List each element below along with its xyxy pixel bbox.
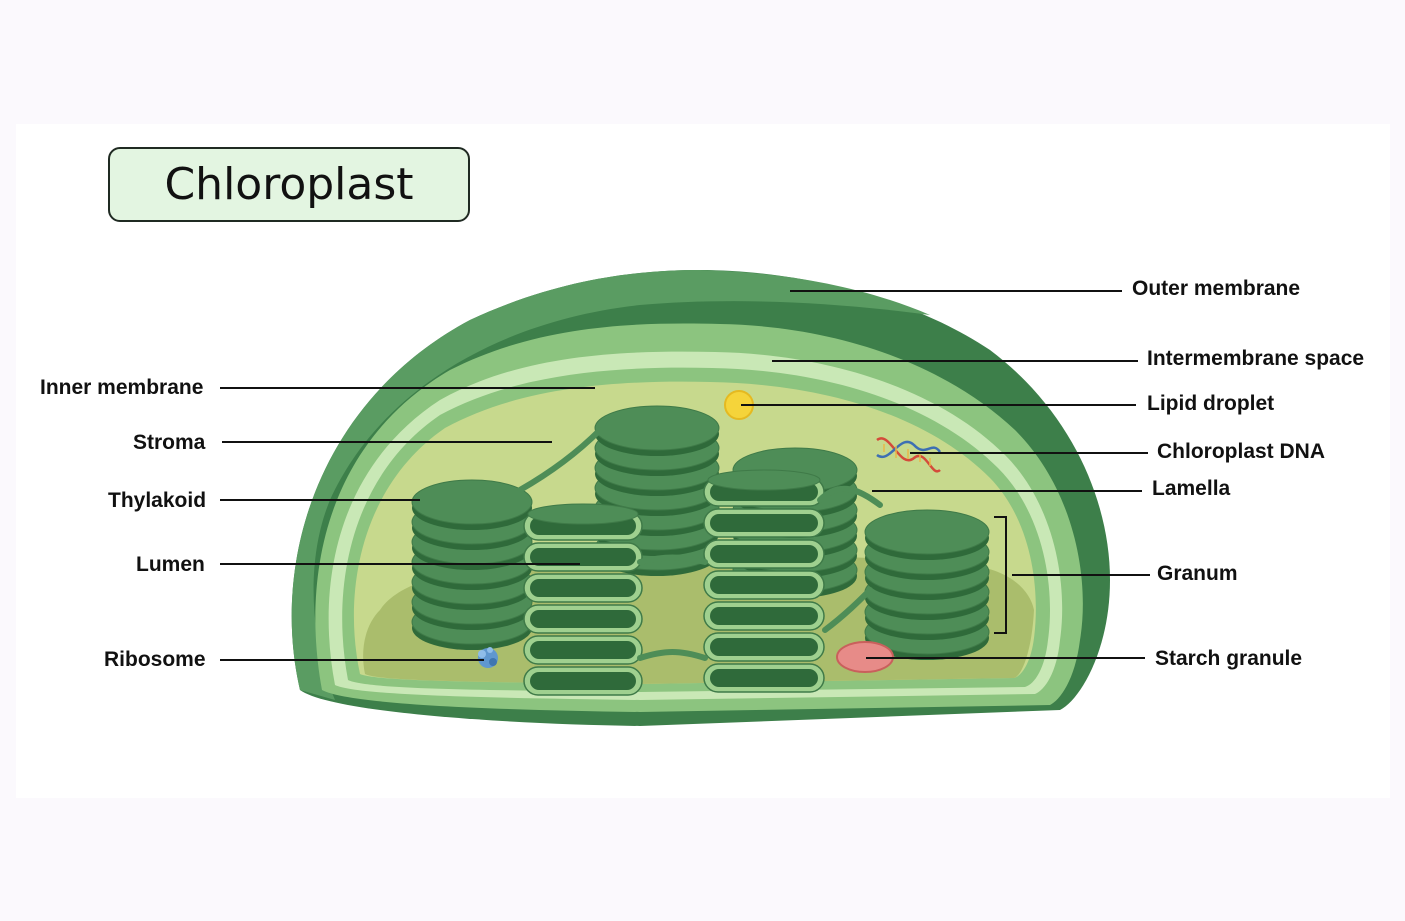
lamella-connector [817,485,883,508]
label-thylakoid: Thylakoid [108,489,206,512]
leader-lines [220,290,1150,661]
label-outer-membrane: Outer membrane [1132,277,1300,300]
granum-top-cap [707,469,821,491]
label-ribosome: Ribosome [104,648,206,671]
thylakoid-lumen [710,514,818,532]
granum-top-cap [527,503,639,525]
lamella-connectors [517,427,883,661]
label-stroma: Stroma [133,431,206,454]
label-chloroplast-dna: Chloroplast DNA [1157,440,1325,463]
thylakoid-lumen [530,579,636,597]
thylakoid-lumen [530,610,636,628]
thylakoid-lumen [530,641,636,659]
thylakoid-lumen [710,638,818,656]
label-starch-granule: Starch granule [1155,647,1302,670]
granum-stack [411,479,533,650]
label-granum: Granum [1157,562,1238,585]
label-lamella: Lamella [1152,477,1231,500]
label-lipid-droplet: Lipid droplet [1147,392,1274,415]
lamella-connector [822,587,873,633]
thylakoid-disc [594,405,720,451]
label-intermembrane-space: Intermembrane space [1147,347,1364,370]
thylakoid-lumen [530,672,636,690]
granum-bracket [994,516,1007,634]
thylakoid-disc [411,479,533,525]
thylakoid-lumen [710,545,818,563]
lamella-connector [637,554,708,565]
thylakoid-lumen [530,548,636,566]
ribosome [478,647,498,668]
thylakoid-disc [864,509,990,555]
label-lumen: Lumen [136,553,205,576]
thylakoid-lumen [710,607,818,625]
label-inner-membrane: Inner membrane [40,376,203,399]
granum-cross-section [523,503,643,696]
granum-cross-section [703,469,825,693]
lamella-connector [517,427,603,493]
diagram-title: Chloroplast [164,159,414,210]
granum-stack [864,509,990,660]
lamella-connector [637,649,708,661]
thylakoid-lumen [710,669,818,687]
chloroplast-dna [876,437,942,473]
thylakoid-lumen [710,576,818,594]
title-box: Chloroplast [108,147,470,222]
